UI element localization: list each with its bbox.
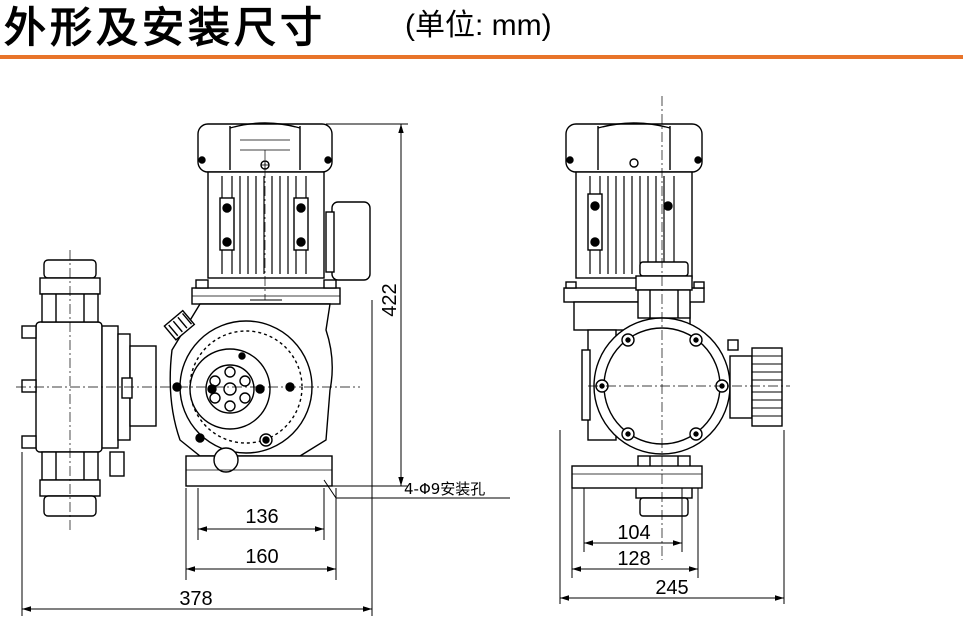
dim-bolt-spacing-104: 104 [617,522,650,544]
dimension-lines [21,123,785,616]
dim-base-width-128: 128 [617,548,650,570]
dim-overall-width-245: 245 [655,577,688,599]
dim-overall-width-378: 378 [179,588,212,610]
page-header: 外形及安装尺寸 (单位: mm) [0,0,963,62]
front-pump-head [21,259,157,517]
dim-base-width-160: 160 [245,546,278,568]
dim-height-422: 422 [379,283,401,316]
page-title: 外形及安装尺寸 [4,3,327,52]
side-centerlines [588,96,790,560]
front-gearbox [163,303,333,487]
unit-note: (单位: mm) [405,9,552,42]
dim-bolt-spacing-136: 136 [245,506,278,528]
dimension-labels: 422 136 160 378 4-Φ9安装孔 104 128 245 [179,283,688,610]
header-divider [0,55,963,59]
front-motor [191,122,371,305]
front-centerlines [16,150,360,530]
side-view [563,96,790,560]
mounting-holes-note: 4-Φ9安装孔 [404,480,485,498]
front-view [16,122,371,530]
